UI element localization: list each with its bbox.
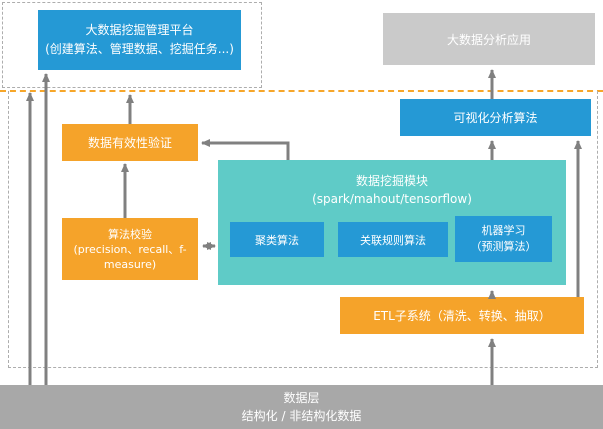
algorithm-check-subtitle: (precision、recall、f-measure) [73, 242, 187, 271]
data-layer-title: 数据层 [283, 391, 320, 405]
clustering-algorithm-box: 聚类算法 [230, 222, 324, 257]
mining-module-subtitle: (spark/mahout/tensorflow) [312, 192, 472, 206]
clustering-algorithm-label: 聚类算法 [255, 233, 299, 247]
management-platform-container [2, 2, 262, 88]
processing-layer-container [8, 91, 598, 368]
mining-module-title: 数据挖掘模块 [355, 174, 428, 188]
visualization-label: 可视化分析算法 [453, 111, 538, 125]
association-rules-label: 关联规则算法 [360, 233, 426, 247]
analysis-app-box: 大数据分析应用 [383, 13, 595, 65]
algorithm-check-box: 算法校验 (precision、recall、f-measure) [62, 218, 198, 280]
machine-learning-label: 机器学习 [481, 224, 526, 237]
management-platform-subtitle: (创建算法、管理数据、挖掘任务...) [45, 42, 234, 56]
data-validity-label: 数据有效性验证 [87, 136, 172, 150]
management-platform-box: 大数据挖掘管理平台 (创建算法、管理数据、挖掘任务...) [38, 10, 241, 70]
management-platform-title: 大数据挖掘管理平台 [85, 23, 194, 37]
data-layer-box: 数据层 结构化 / 非结构化数据 [0, 385, 603, 429]
machine-learning-box: 机器学习 （预测算法） [455, 216, 552, 262]
data-validity-box: 数据有效性验证 [62, 124, 198, 161]
machine-learning-sublabel: （预测算法） [470, 240, 537, 253]
etl-subsystem-box: ETL子系统（清洗、转换、抽取） [340, 297, 584, 334]
analysis-app-label: 大数据分析应用 [446, 32, 531, 47]
etl-subsystem-label: ETL子系统（清洗、转换、抽取） [373, 309, 551, 323]
visualization-algorithm-box: 可视化分析算法 [400, 99, 591, 136]
layer-divider-dashed-line [0, 90, 603, 92]
algorithm-check-title: 算法校验 [108, 227, 152, 241]
data-layer-subtitle: 结构化 / 非结构化数据 [241, 409, 362, 423]
association-rules-box: 关联规则算法 [338, 222, 448, 257]
